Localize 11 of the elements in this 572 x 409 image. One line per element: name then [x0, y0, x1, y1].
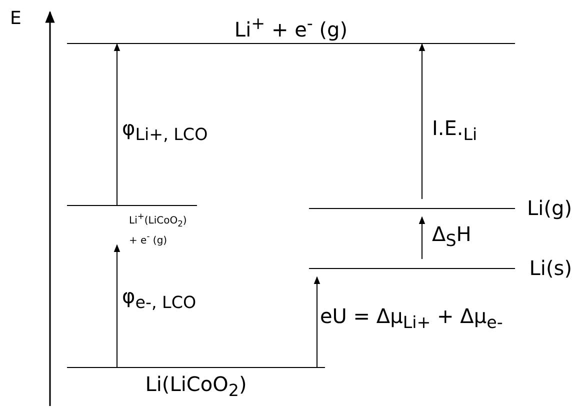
energy-level: Li(s)	[309, 259, 572, 277]
energy-level: Li(g)	[309, 199, 572, 217]
arrow	[114, 244, 120, 368]
energy-level: Li(LiCoO$_{2}$)	[67, 367, 325, 403]
arrow	[418, 216, 426, 260]
arrow	[418, 43, 426, 200]
arrow	[114, 43, 120, 206]
axis-label: E	[10, 8, 22, 29]
arrow	[314, 276, 320, 368]
energy-level: Li$^{+}$ + e$^{-}$ (g)	[67, 10, 515, 44]
energy-level: Li$^{+}$(LiCoO$_{2}$) + e$^{-}$ (g)	[67, 205, 197, 245]
